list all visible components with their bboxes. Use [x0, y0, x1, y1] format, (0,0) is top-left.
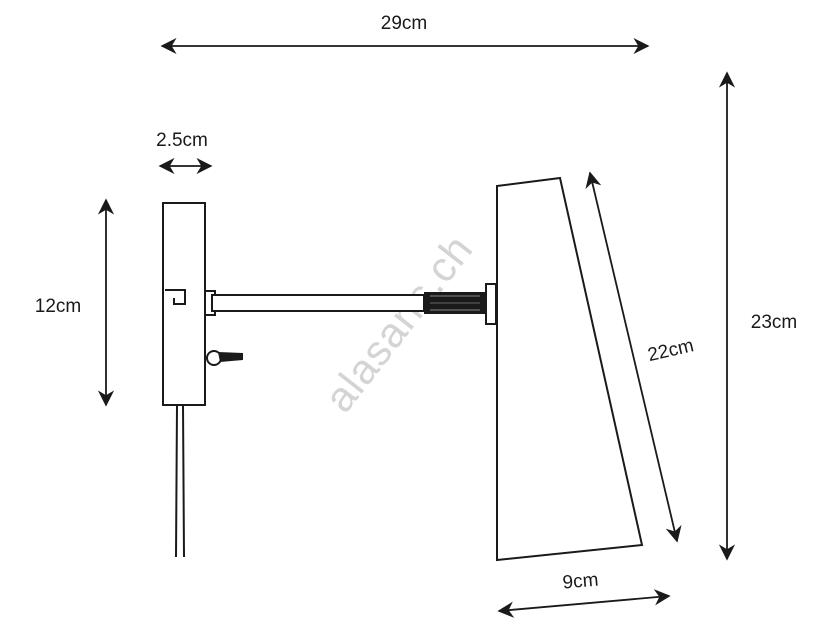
- label-shade-length: 22cm: [646, 335, 696, 366]
- watermark-text: alasans.ch: [315, 225, 482, 420]
- dimension-overall-width: 29cm: [160, 13, 650, 55]
- label-overall-height: 23cm: [751, 312, 797, 333]
- toggle-switch: [206, 350, 243, 366]
- label-base-height: 12cm: [35, 296, 81, 317]
- lamp-arm: [204, 283, 497, 325]
- label-shade-width: 9cm: [562, 569, 600, 593]
- label-overall-width: 29cm: [381, 13, 427, 34]
- dimension-base-depth: 2.5cm: [156, 130, 213, 175]
- lamp-shade: [496, 176, 644, 562]
- dimension-overall-height: 23cm: [718, 71, 797, 561]
- dimension-shade-width: 9cm: [497, 569, 671, 618]
- power-cable: [175, 404, 185, 558]
- dimension-base-height: 12cm: [35, 198, 115, 407]
- label-base-depth: 2.5cm: [156, 130, 208, 151]
- wall-base: [162, 202, 206, 406]
